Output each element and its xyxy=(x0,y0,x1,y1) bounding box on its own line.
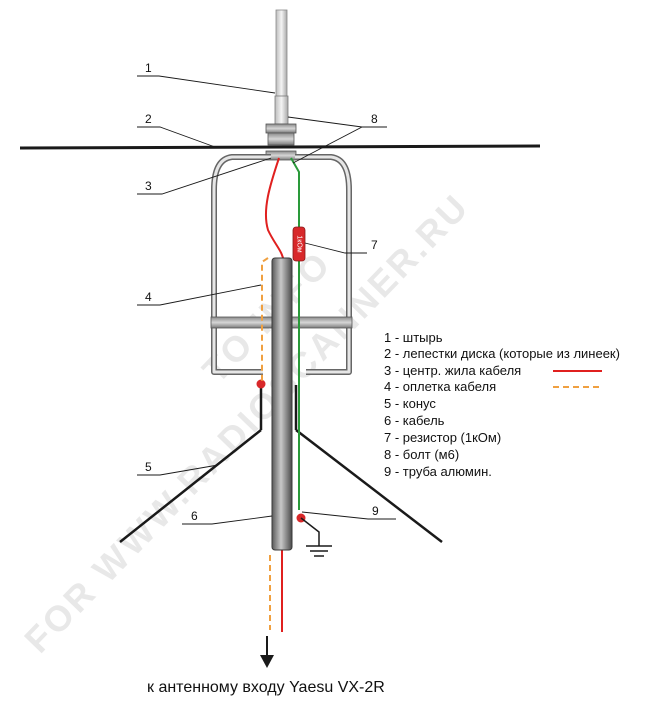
ground-wire xyxy=(300,517,320,546)
resistor-lead-top xyxy=(290,157,300,228)
caption: к антенному входу Yaesu VX-2R xyxy=(147,679,385,696)
callout-leaders xyxy=(137,75,396,525)
callout-2: 2 xyxy=(145,112,152,126)
legend-item-4: 4 - оплетка кабеля xyxy=(384,379,496,394)
arrow-down-icon xyxy=(260,655,274,668)
callout-1: 1 xyxy=(145,61,152,75)
coax-cable xyxy=(271,257,293,551)
top-nut xyxy=(265,123,297,134)
legend-item-3: 3 - центр. жила кабеля xyxy=(384,363,521,378)
braid-upper xyxy=(261,257,269,384)
legend: 1 - штырь 2 - лепестки диска (которые из… xyxy=(384,330,620,479)
legend-item-5: 5 - конус xyxy=(384,396,436,411)
callout-6: 6 xyxy=(191,509,198,523)
cone xyxy=(119,385,443,543)
whip-base xyxy=(274,95,289,125)
legend-item-2: 2 - лепестки диска (которые из линеек) xyxy=(384,346,620,361)
disk-petals xyxy=(19,144,541,150)
legend-item-6: 6 - кабель xyxy=(384,413,445,428)
legend-item-8: 8 - болт (м6) xyxy=(384,447,459,462)
callout-9: 9 xyxy=(372,504,379,518)
center-conductor-upper xyxy=(264,157,285,263)
bracket-left-inner xyxy=(212,155,271,374)
ground-symbol xyxy=(306,545,332,557)
whip xyxy=(275,9,288,101)
legend-item-1: 1 - штырь xyxy=(384,330,443,345)
bracket-right-inner xyxy=(295,155,351,374)
washer xyxy=(267,132,295,146)
resistor-body xyxy=(292,226,306,262)
callout-8: 8 xyxy=(371,112,378,126)
callout-5: 5 xyxy=(145,460,152,474)
callout-7: 7 xyxy=(371,238,378,252)
callout-3: 3 xyxy=(145,179,152,193)
legend-item-7: 7 - резистор (1кОм) xyxy=(384,430,501,445)
callout-4: 4 xyxy=(145,290,152,304)
legend-item-9: 9 - труба алюмин. xyxy=(384,464,492,479)
resistor-label: 1кОм xyxy=(296,235,303,252)
cone-solder-point xyxy=(256,379,266,389)
